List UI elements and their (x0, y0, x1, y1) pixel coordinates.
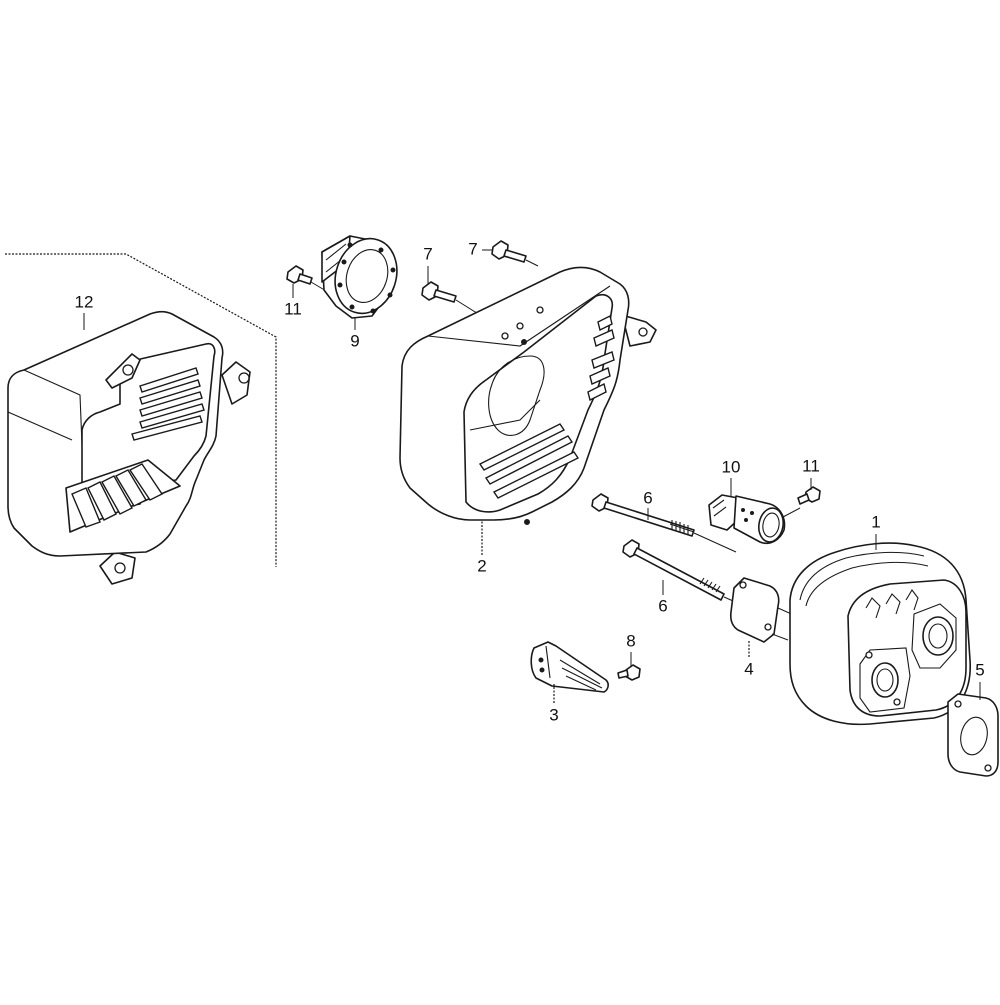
callout-4[interactable]: 4 (744, 659, 754, 679)
part-3-spark-arrester-icon (530, 641, 609, 693)
callout-6-lower[interactable]: 6 (658, 596, 668, 616)
part-11-tapping-screw-icon (286, 265, 339, 299)
callout-11-left[interactable]: 11 (284, 299, 302, 319)
part-7-flange-bolt-icon (491, 240, 539, 267)
callout-5[interactable]: 5 (975, 660, 985, 680)
callout-10[interactable]: 10 (721, 457, 741, 477)
part-11-tapping-screw-icon (797, 486, 821, 505)
callout-leader-lines (83, 249, 981, 703)
part-2-muffler-protector-icon (399, 266, 657, 525)
part-8-screw-icon (617, 664, 641, 681)
callout-9[interactable]: 9 (350, 331, 360, 351)
callout-8[interactable]: 8 (626, 631, 636, 651)
callout-2[interactable]: 2 (477, 556, 487, 576)
part-5-exhaust-gasket-icon (947, 693, 999, 777)
part-4-gasket-plate-icon (729, 577, 797, 643)
part-1-muffler-body-icon (789, 542, 971, 726)
part-12-muffler-cover-icon (7, 310, 251, 585)
callout-6-upper[interactable]: 6 (643, 488, 653, 508)
callout-12[interactable]: 12 (74, 292, 94, 312)
part-9-exhaust-deflector-icon (321, 235, 398, 319)
callout-7-right[interactable]: 7 (468, 239, 478, 259)
part-10-exhaust-pipe-icon (708, 494, 801, 545)
alternate-part-boundary (5, 253, 277, 567)
callout-7-left[interactable]: 7 (423, 244, 433, 264)
callout-3[interactable]: 3 (549, 705, 559, 725)
callout-1[interactable]: 1 (871, 512, 881, 532)
part-6-stud-bolt-icon (591, 493, 737, 553)
callout-11-right[interactable]: 11 (802, 456, 820, 476)
part-6-stud-bolt-icon (622, 539, 741, 605)
